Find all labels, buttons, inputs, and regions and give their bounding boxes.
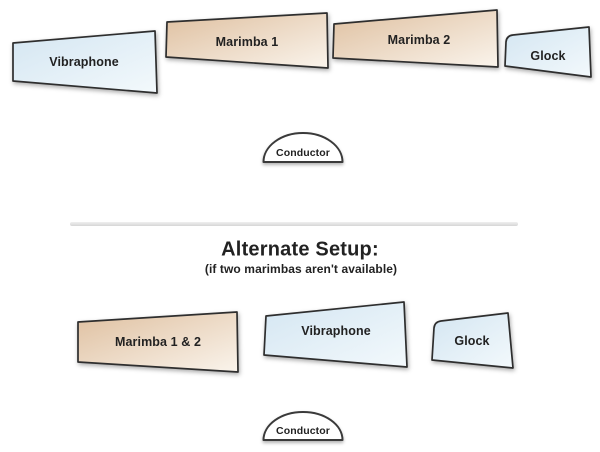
marimba1-riser	[165, 12, 329, 69]
alternate-setup-subheading: (if two marimbas aren't available)	[204, 262, 398, 276]
glock-riser-alt	[431, 312, 514, 369]
vibraphone-riser-alt	[263, 301, 408, 368]
vibraphone-label-alt: Vibraphone	[301, 324, 371, 338]
section-divider	[70, 222, 518, 226]
glock-label-main: Glock	[530, 49, 566, 63]
marimba2-riser	[332, 9, 499, 68]
glock-riser-main	[504, 26, 592, 78]
conductor-podium-main	[262, 132, 344, 163]
marimba1-label: Marimba 1	[215, 35, 279, 49]
conductor-label-alt: Conductor	[276, 425, 330, 437]
vibraphone-riser-main	[12, 30, 158, 94]
conductor-podium-alt	[262, 411, 344, 441]
marimba2-label: Marimba 2	[387, 33, 451, 47]
alternate-setup-heading: Alternate Setup:	[221, 238, 379, 261]
conductor-label-main: Conductor	[276, 147, 330, 159]
marimba-1-and-2-label: Marimba 1 & 2	[114, 335, 202, 349]
vibraphone-label-main: Vibraphone	[49, 55, 119, 69]
glock-label-alt: Glock	[454, 334, 490, 348]
marimba-1-and-2-riser	[77, 311, 239, 373]
